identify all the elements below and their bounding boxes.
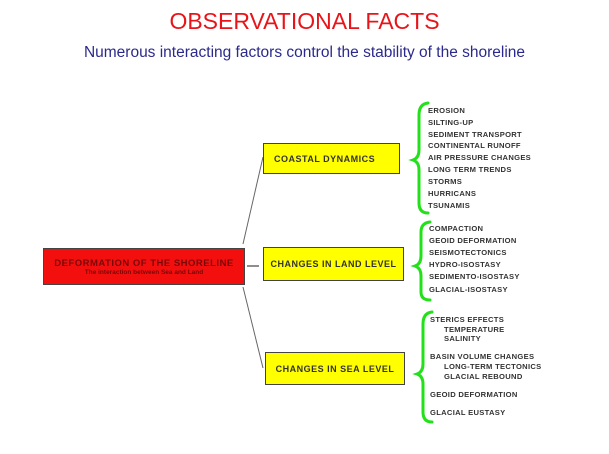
branch-sea-level: CHANGES IN SEA LEVEL <box>265 352 405 385</box>
list-item: GEOID DEFORMATION <box>430 390 518 399</box>
list-item: STERICS EFFECTS <box>430 315 505 324</box>
slide-subtitle: Numerous interacting factors control the… <box>83 44 526 61</box>
list-item: STORMS <box>428 177 463 186</box>
list-item: SEISMOTECTONICS <box>429 248 507 257</box>
list-item: HURRICANS <box>428 189 477 198</box>
list-item: SALINITY <box>444 334 481 343</box>
list-item: TEMPERATURE <box>444 325 505 334</box>
root-label: DEFORMATION OF THE SHORELINE <box>54 257 234 269</box>
root-sublabel: The interaction between Sea and Land <box>84 268 204 276</box>
branch-coastal-dynamics: COASTAL DYNAMICS <box>263 143 400 174</box>
list-item: SILTING-UP <box>428 118 474 127</box>
list-item: TSUNAMIS <box>428 201 471 210</box>
list-item: HYDRO-ISOSTASY <box>429 260 501 269</box>
connector-sea <box>242 286 264 369</box>
list-item: GEOID DEFORMATION <box>429 236 517 245</box>
list-item: AIR PRESSURE CHANGES <box>428 153 532 162</box>
branch-land-level: CHANGES IN LAND LEVEL <box>263 247 404 281</box>
list-item: LONG TERM TRENDS <box>428 165 512 174</box>
list-item: BASIN VOLUME CHANGES <box>430 352 535 361</box>
list-item: LONG-TERM TECTONICS <box>444 362 542 371</box>
list-item: GLACIAL REBOUND <box>444 372 523 381</box>
brace-coastal <box>408 101 430 215</box>
list-item: SEDIMENT TRANSPORT <box>428 130 522 139</box>
list-item: SEDIMENTO-ISOSTASY <box>429 272 520 281</box>
list-item: COMPACTION <box>429 224 484 233</box>
list-item: GLACIAL EUSTASY <box>430 408 506 417</box>
brace-sea <box>412 310 434 424</box>
list-item: CONTINENTAL RUNOFF <box>428 141 521 150</box>
list-item: GLACIAL-ISOSTASY <box>429 285 508 294</box>
connector-coastal <box>242 156 264 245</box>
root-box: DEFORMATION OF THE SHORELINE The interac… <box>43 248 245 285</box>
list-item: EROSION <box>428 106 466 115</box>
brace-land <box>410 220 432 302</box>
slide-title: OBSERVATIONAL FACTS <box>169 8 440 34</box>
